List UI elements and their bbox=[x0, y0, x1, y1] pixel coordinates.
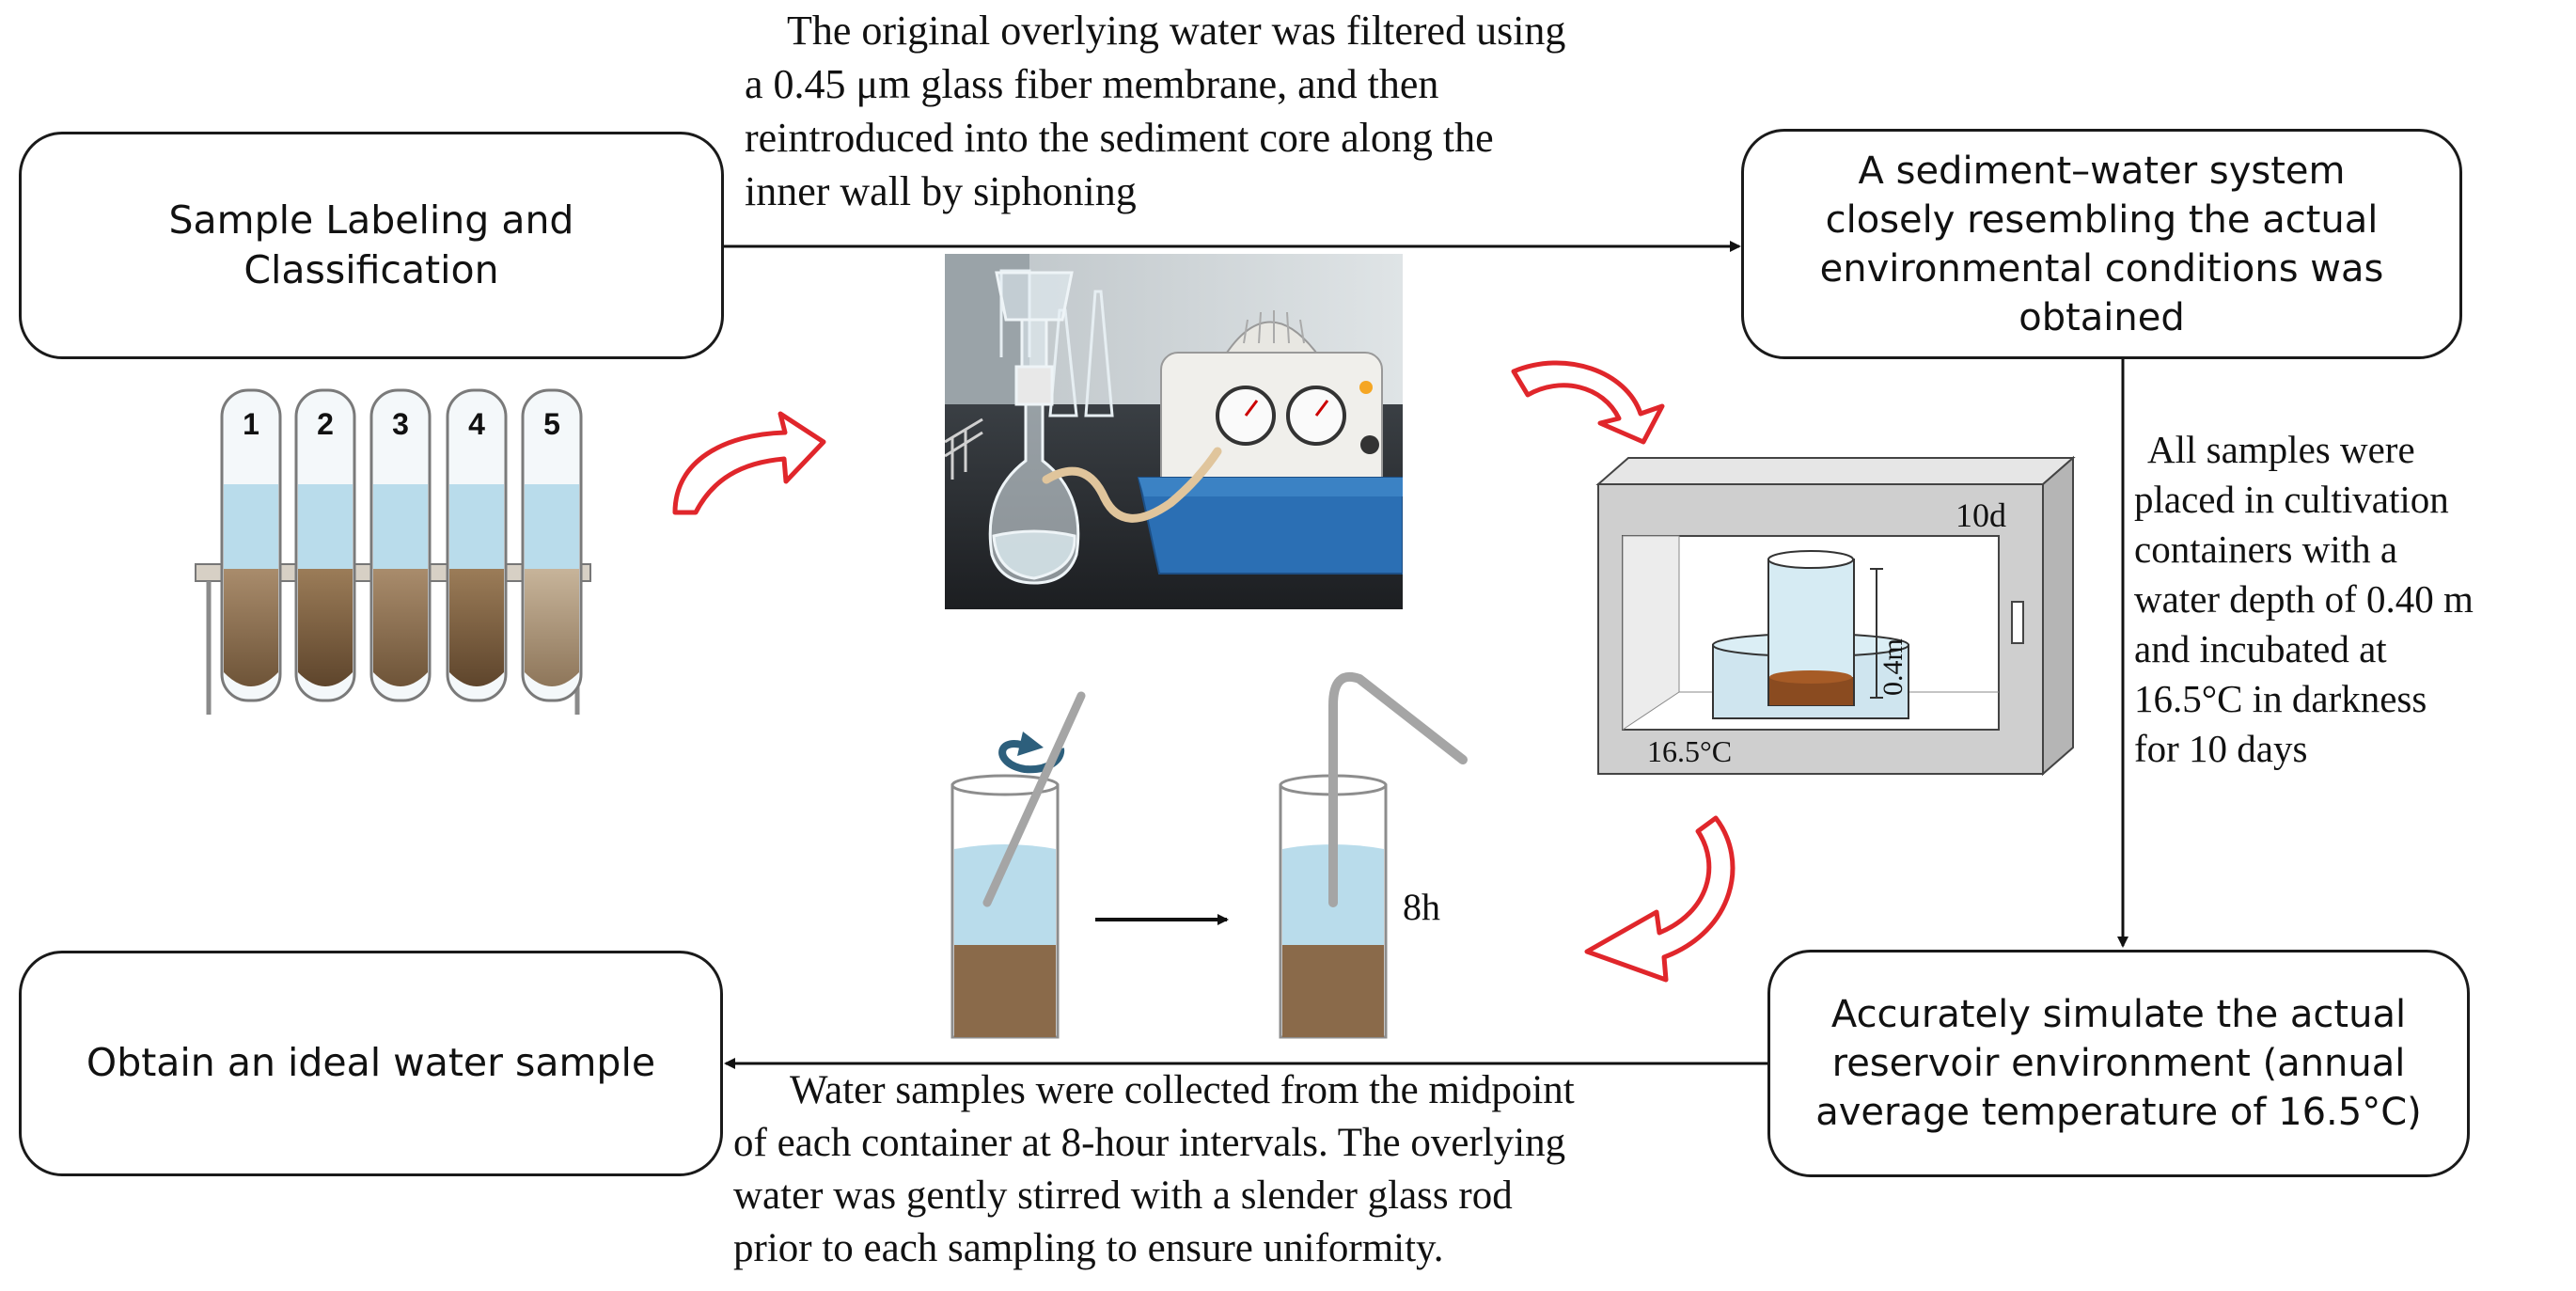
sampling-note: Water samples were collected from the mi… bbox=[733, 1064, 1758, 1275]
tube-label: 5 bbox=[543, 407, 560, 441]
incubation-duration-label: 10d bbox=[1956, 496, 2006, 534]
step-sediment-water-system-text: A sediment–water system closely resembli… bbox=[1819, 149, 2384, 339]
incubation-note: All samples were placed in cultivation c… bbox=[2134, 425, 2567, 774]
stirring-cylinder bbox=[950, 691, 1086, 1039]
tube-label: 4 bbox=[468, 407, 485, 441]
sample-tube bbox=[446, 388, 508, 702]
temperature-label: 16.5°C bbox=[1647, 734, 1732, 768]
curved-arrow-icon bbox=[672, 411, 826, 515]
step-sediment-water-system: A sediment–water system closely resembli… bbox=[1741, 129, 2462, 359]
filter-note-line: reintroduced into the sediment core alon… bbox=[745, 115, 1494, 161]
filter-flask bbox=[988, 271, 1080, 585]
vacuum-hose bbox=[1042, 447, 1222, 523]
sampling-note-line: water was gently stirred with a slender … bbox=[733, 1173, 1513, 1218]
incubation-note-line: and incubated at bbox=[2134, 627, 2387, 670]
filter-note-line: The original overlying water was filtere… bbox=[787, 8, 1566, 54]
sampling-note-line: prior to each sampling to ensure uniform… bbox=[733, 1226, 1444, 1270]
sample-tube bbox=[521, 388, 583, 702]
filter-note-line: inner wall by siphoning bbox=[745, 168, 1137, 214]
depth-label: 0.4m bbox=[1877, 638, 1908, 696]
curved-arrow-icon bbox=[1511, 360, 1665, 445]
incubation-container bbox=[1712, 550, 1909, 719]
incubation-note-line: placed in cultivation bbox=[2134, 478, 2449, 521]
sampling-interval-label: 8h bbox=[1403, 886, 1440, 928]
tube-label: 1 bbox=[243, 407, 259, 441]
filtration-apparatus-image bbox=[945, 254, 1403, 609]
sampling-cylinder bbox=[1279, 672, 1468, 1039]
step-obtain-water-sample: Obtain an ideal water sample bbox=[19, 951, 723, 1176]
step-sample-labeling: Sample Labeling and Classification bbox=[19, 132, 724, 359]
incubation-note-line: All samples were bbox=[2147, 428, 2415, 471]
sampling-note-line: of each container at 8-hour intervals. T… bbox=[733, 1121, 1566, 1165]
step-simulate-reservoir: Accurately simulate the actual reservoir… bbox=[1767, 950, 2470, 1177]
curved-arrow-icon bbox=[1584, 815, 1736, 983]
incubation-note-line: 16.5°C in darkness bbox=[2134, 677, 2427, 720]
sample-tube bbox=[369, 388, 432, 702]
step-simulate-reservoir-text: Accurately simulate the actual reservoir… bbox=[1815, 993, 2422, 1134]
step-sample-labeling-text: Sample Labeling and Classification bbox=[168, 197, 574, 292]
sampling-note-line: Water samples were collected from the mi… bbox=[790, 1068, 1575, 1112]
incubation-note-line: containers with a bbox=[2134, 527, 2398, 571]
tube-label: 3 bbox=[392, 407, 409, 441]
vacuum-pump bbox=[1137, 310, 1403, 575]
tube-rack-small bbox=[945, 417, 983, 480]
incubation-note-line: water depth of 0.40 m bbox=[2134, 577, 2474, 621]
filter-note-line: a 0.45 μm glass fiber membrane, and then bbox=[745, 61, 1439, 107]
sample-tube bbox=[220, 388, 282, 702]
filter-note: The original overlying water was filtere… bbox=[745, 4, 1741, 218]
step-obtain-water-sample-text: Obtain an ideal water sample bbox=[86, 1040, 656, 1086]
incubation-note-line: for 10 days bbox=[2134, 727, 2308, 770]
tube-label: 2 bbox=[317, 407, 334, 441]
sample-tube bbox=[294, 388, 356, 702]
